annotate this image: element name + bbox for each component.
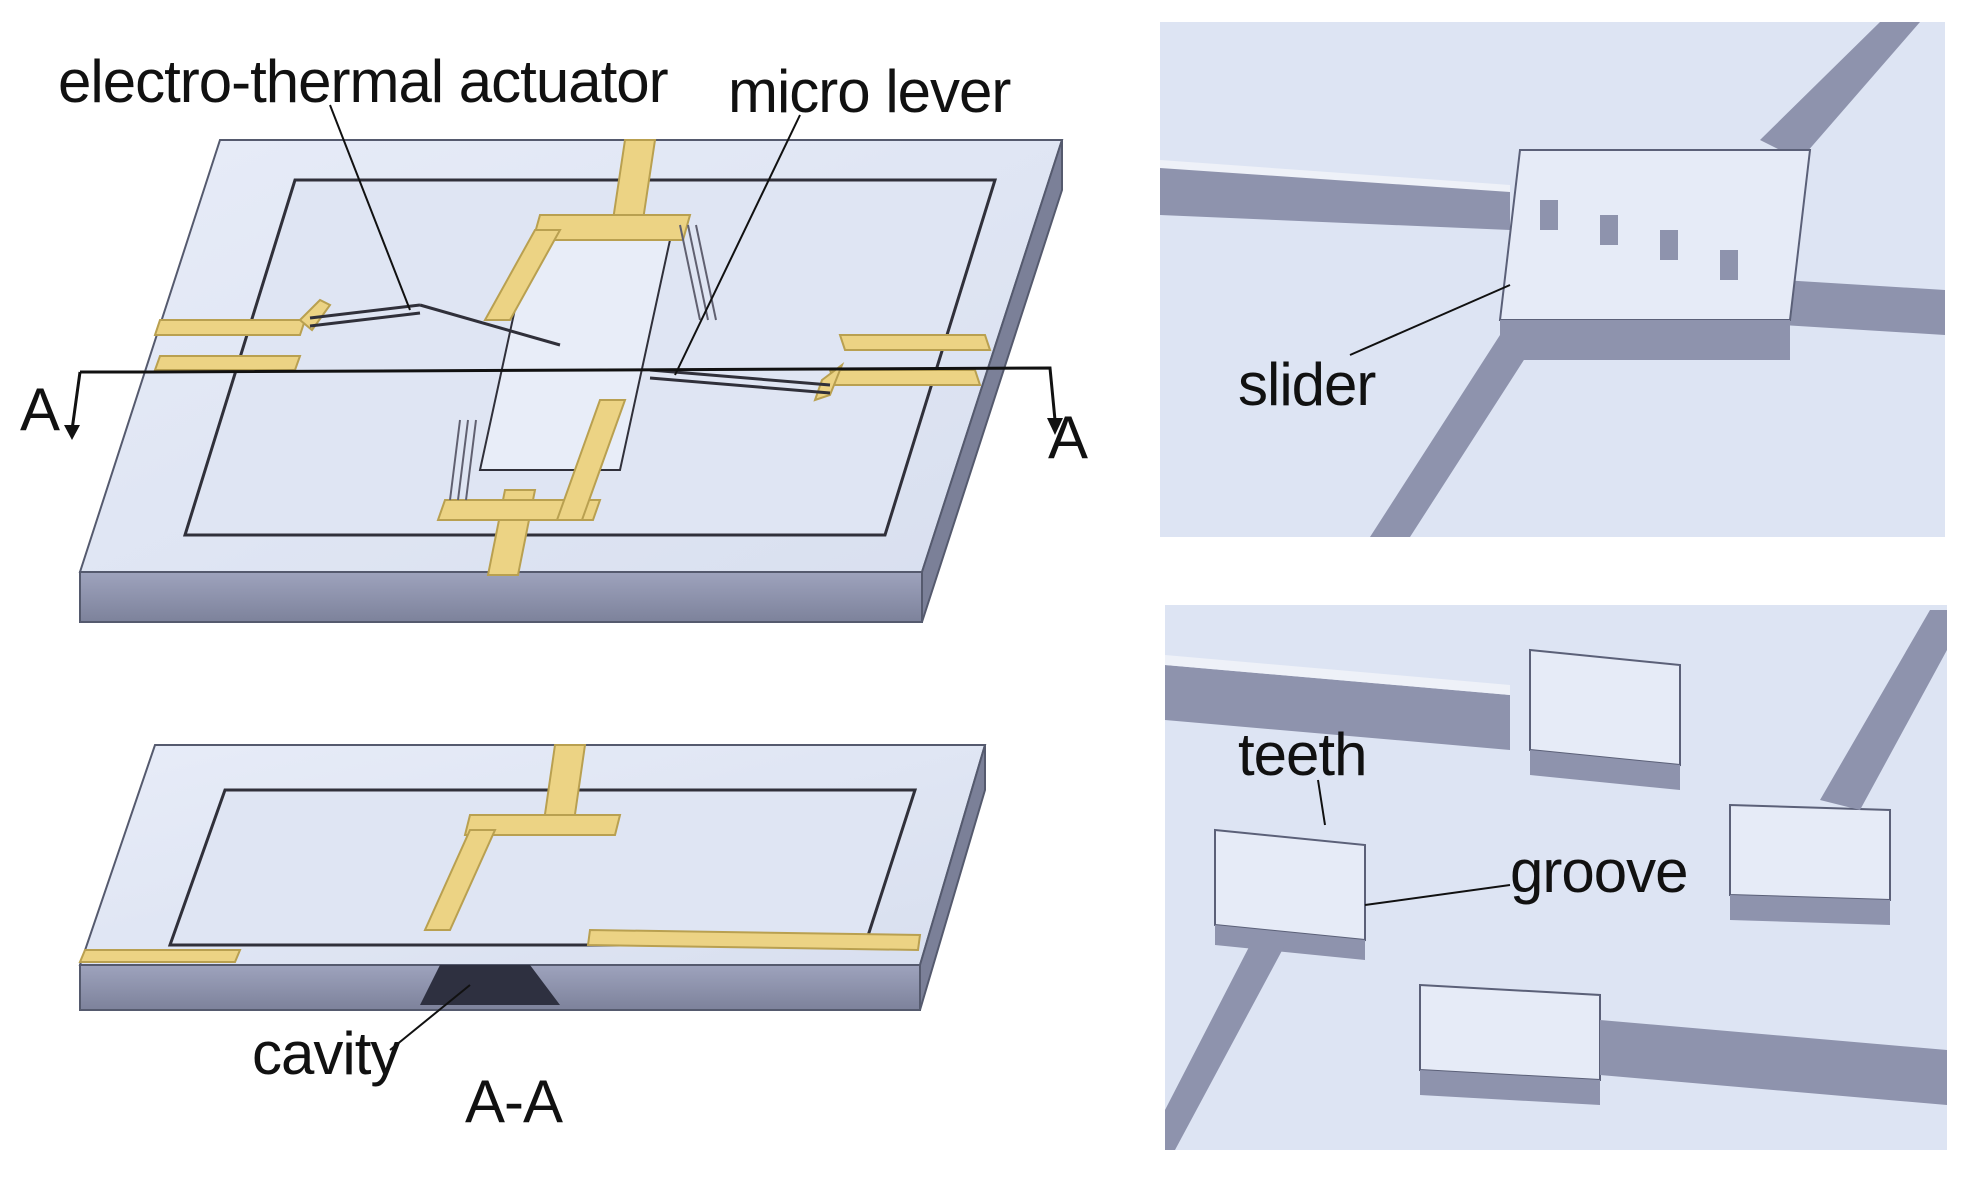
label-section-view: A-A [465, 1068, 563, 1135]
section-line [70, 366, 1057, 431]
slider-closeup [1160, 22, 1945, 537]
label-micro-lever: micro lever [728, 58, 1011, 125]
label-groove: groove [1510, 838, 1688, 905]
label-slider: slider [1238, 351, 1376, 418]
teeth-closeup [1165, 605, 1947, 1150]
beam-left [1160, 165, 1510, 230]
beam-up [1760, 22, 1920, 160]
section-electrodes [78, 744, 922, 963]
device-3d-view [64, 104, 1064, 623]
comb-fingers [449, 224, 717, 501]
leader-groove [1364, 884, 1511, 906]
label-section-a-right: A [1048, 404, 1088, 471]
block-top [1529, 648, 1681, 767]
block-left [1214, 828, 1366, 942]
arm-left [1165, 945, 1285, 1150]
arm-bottom [1600, 1020, 1947, 1105]
label-teeth: teeth [1238, 721, 1367, 788]
section-view [78, 744, 987, 1051]
leader-actuator [329, 104, 411, 311]
leader-cavity [389, 984, 471, 1051]
block-right [1729, 803, 1891, 902]
leader-lever [674, 114, 801, 376]
section-right-side [919, 744, 986, 1011]
arm-right [1820, 610, 1947, 810]
substrate-right-side [921, 139, 1063, 623]
section-cutout [167, 788, 918, 947]
electrodes [153, 139, 992, 576]
label-section-a-left: A [20, 376, 60, 443]
section-arrow-right [1047, 418, 1063, 435]
label-cavity: cavity [252, 1020, 400, 1087]
substrate-front-side [79, 571, 923, 623]
block-bottom [1419, 983, 1601, 1082]
leader-slider [1349, 284, 1511, 356]
label-electro-thermal-actuator: electro-thermal actuator [58, 48, 669, 115]
leader-teeth [1317, 779, 1326, 826]
section-arrow-left [64, 425, 80, 440]
beam-down [1370, 335, 1540, 537]
arm-top [1165, 665, 1510, 750]
teeth-grooves [1540, 200, 1738, 280]
slider-block [1498, 149, 1812, 321]
actuator-beams [309, 303, 831, 395]
section-cavity [420, 965, 560, 1005]
